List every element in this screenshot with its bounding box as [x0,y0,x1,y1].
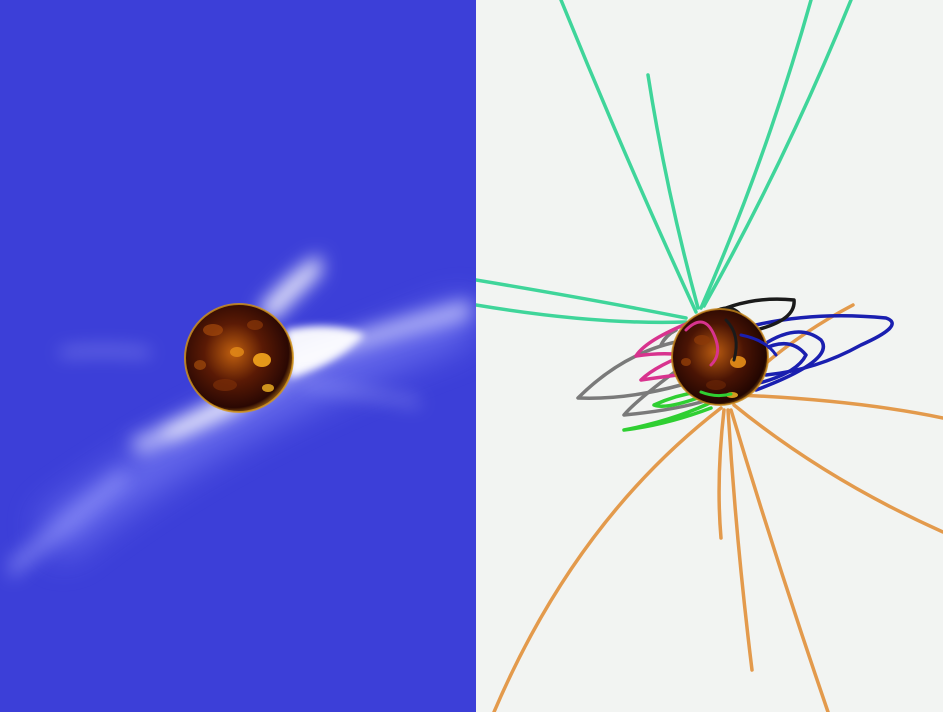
sun-disk-left [184,303,294,413]
streamer-glow-wide [40,300,470,560]
streamer-right-bright [285,326,365,378]
right-panel-field-lines [476,0,943,712]
coronagraph-svg [10,255,470,580]
left-panel-coronagraph [0,0,476,712]
closed-loops-green [622,390,718,432]
sun-disk-right [671,308,769,406]
field-lines-svg [476,0,943,712]
closed-loops-foreground [684,318,778,398]
streamer-upper-lobe [258,255,322,322]
streamer-faint-rays [10,347,420,580]
open-field-lines-north [476,0,853,325]
